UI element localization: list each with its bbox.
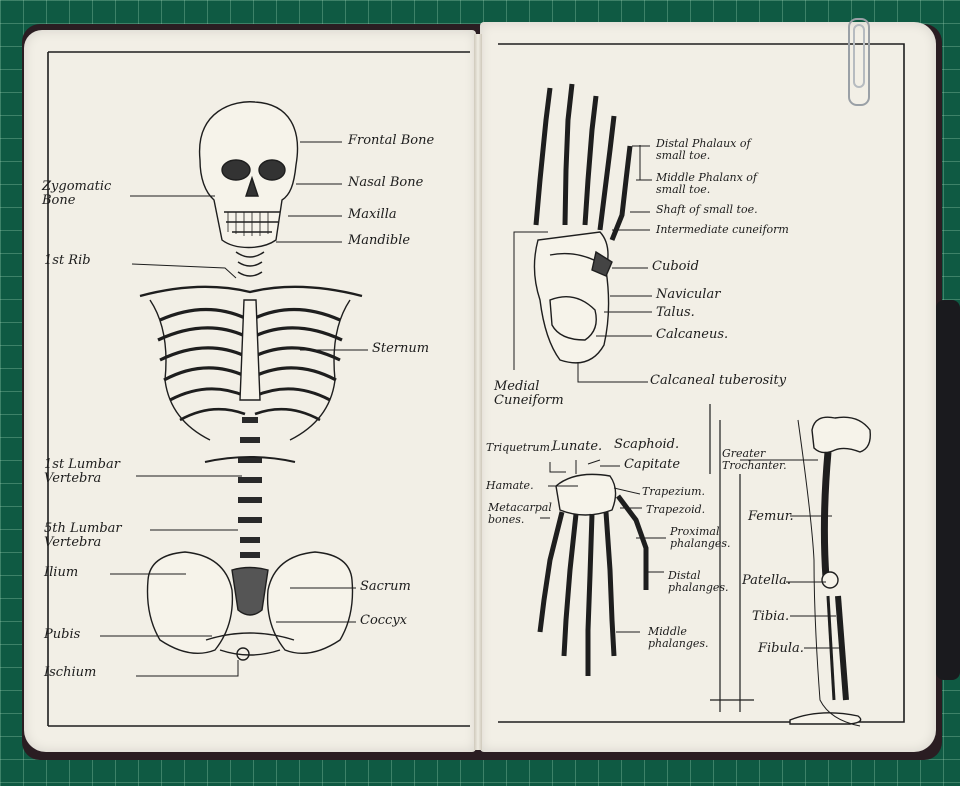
- label-tibia: Tibia.: [752, 609, 790, 624]
- label-sacrum: Sacrum: [360, 579, 411, 594]
- right-page: [480, 22, 936, 752]
- label-scaphoid: Scaphoid.: [614, 437, 680, 452]
- label-trapezoid: Trapezoid.: [646, 503, 706, 516]
- label-capitate: Capitate: [624, 457, 681, 472]
- label-cuboid: Cuboid: [652, 259, 699, 274]
- label-zygomatic-bone: Zygomatic Bone: [42, 179, 112, 208]
- label-middle-phalanx-small-toe: Middle Phalanx of small toe.: [656, 171, 757, 196]
- label-ilium: Ilium: [44, 565, 79, 580]
- paper-clip-inner: [853, 24, 865, 88]
- label-shaft-small-toe: Shaft of small toe.: [656, 203, 758, 216]
- label-proximal-phalanges: Proximal phalanges.: [670, 525, 731, 550]
- label-intermediate-cuneiform: Intermediate cuneiform: [656, 223, 789, 236]
- label-nasal-bone: Nasal Bone: [348, 175, 424, 190]
- hand-drawing: [537, 473, 649, 676]
- label-distal-phalanges: Distal phalanges.: [668, 569, 729, 594]
- label-distal-phalanx-small-toe: Distal Phalaux of small toe.: [656, 137, 751, 162]
- label-femur: Femur.: [748, 509, 794, 524]
- label-first-rib: 1st Rib: [44, 253, 91, 268]
- elastic-strap: [936, 300, 960, 680]
- label-metacarpal-bones: Metacarpal bones.: [488, 501, 552, 526]
- label-maxilla: Maxilla: [348, 207, 397, 222]
- spine-and-ribs: [139, 251, 363, 558]
- label-calcaneal-tuberosity: Calcaneal tuberosity: [650, 373, 787, 388]
- label-pubis: Pubis: [44, 627, 81, 642]
- notebook-gutter: [474, 34, 482, 750]
- label-fibula: Fibula.: [758, 641, 804, 656]
- leg-drawing: [789, 416, 871, 725]
- label-greater-trochanter: Greater Trochanter.: [722, 447, 787, 472]
- label-patella: Patella.: [742, 573, 792, 588]
- label-medial-cuneiform: Medial Cuneiform: [494, 379, 564, 408]
- label-ischium: Ischium: [44, 665, 97, 680]
- label-hamate: Hamate.: [486, 479, 534, 492]
- foot-drawing: [533, 83, 633, 364]
- label-navicular: Navicular: [656, 287, 721, 302]
- paper-clip: [848, 18, 870, 106]
- label-sternum: Sternum: [372, 341, 430, 356]
- label-calcaneus: Calcaneus.: [656, 327, 729, 342]
- label-mandible: Mandible: [348, 233, 411, 248]
- label-frontal-bone: Frontal Bone: [348, 133, 435, 148]
- label-talus: Talus.: [656, 305, 695, 320]
- skull-drawing: [199, 101, 299, 249]
- label-middle-phalanges: Middle phalanges.: [648, 625, 709, 650]
- label-fifth-lumbar-vertebra: 5th Lumbar Vertebra: [44, 521, 122, 550]
- label-trapezium: Trapezium.: [642, 485, 706, 498]
- right-frame: [498, 43, 905, 723]
- label-lunate: Lunate.: [552, 439, 603, 454]
- pelvis-drawing: [146, 551, 354, 661]
- label-triquetrum: Triquetrum.: [486, 441, 554, 454]
- label-coccyx: Coccyx: [360, 613, 408, 628]
- label-first-lumbar-vertebra: 1st Lumbar Vertebra: [44, 457, 120, 486]
